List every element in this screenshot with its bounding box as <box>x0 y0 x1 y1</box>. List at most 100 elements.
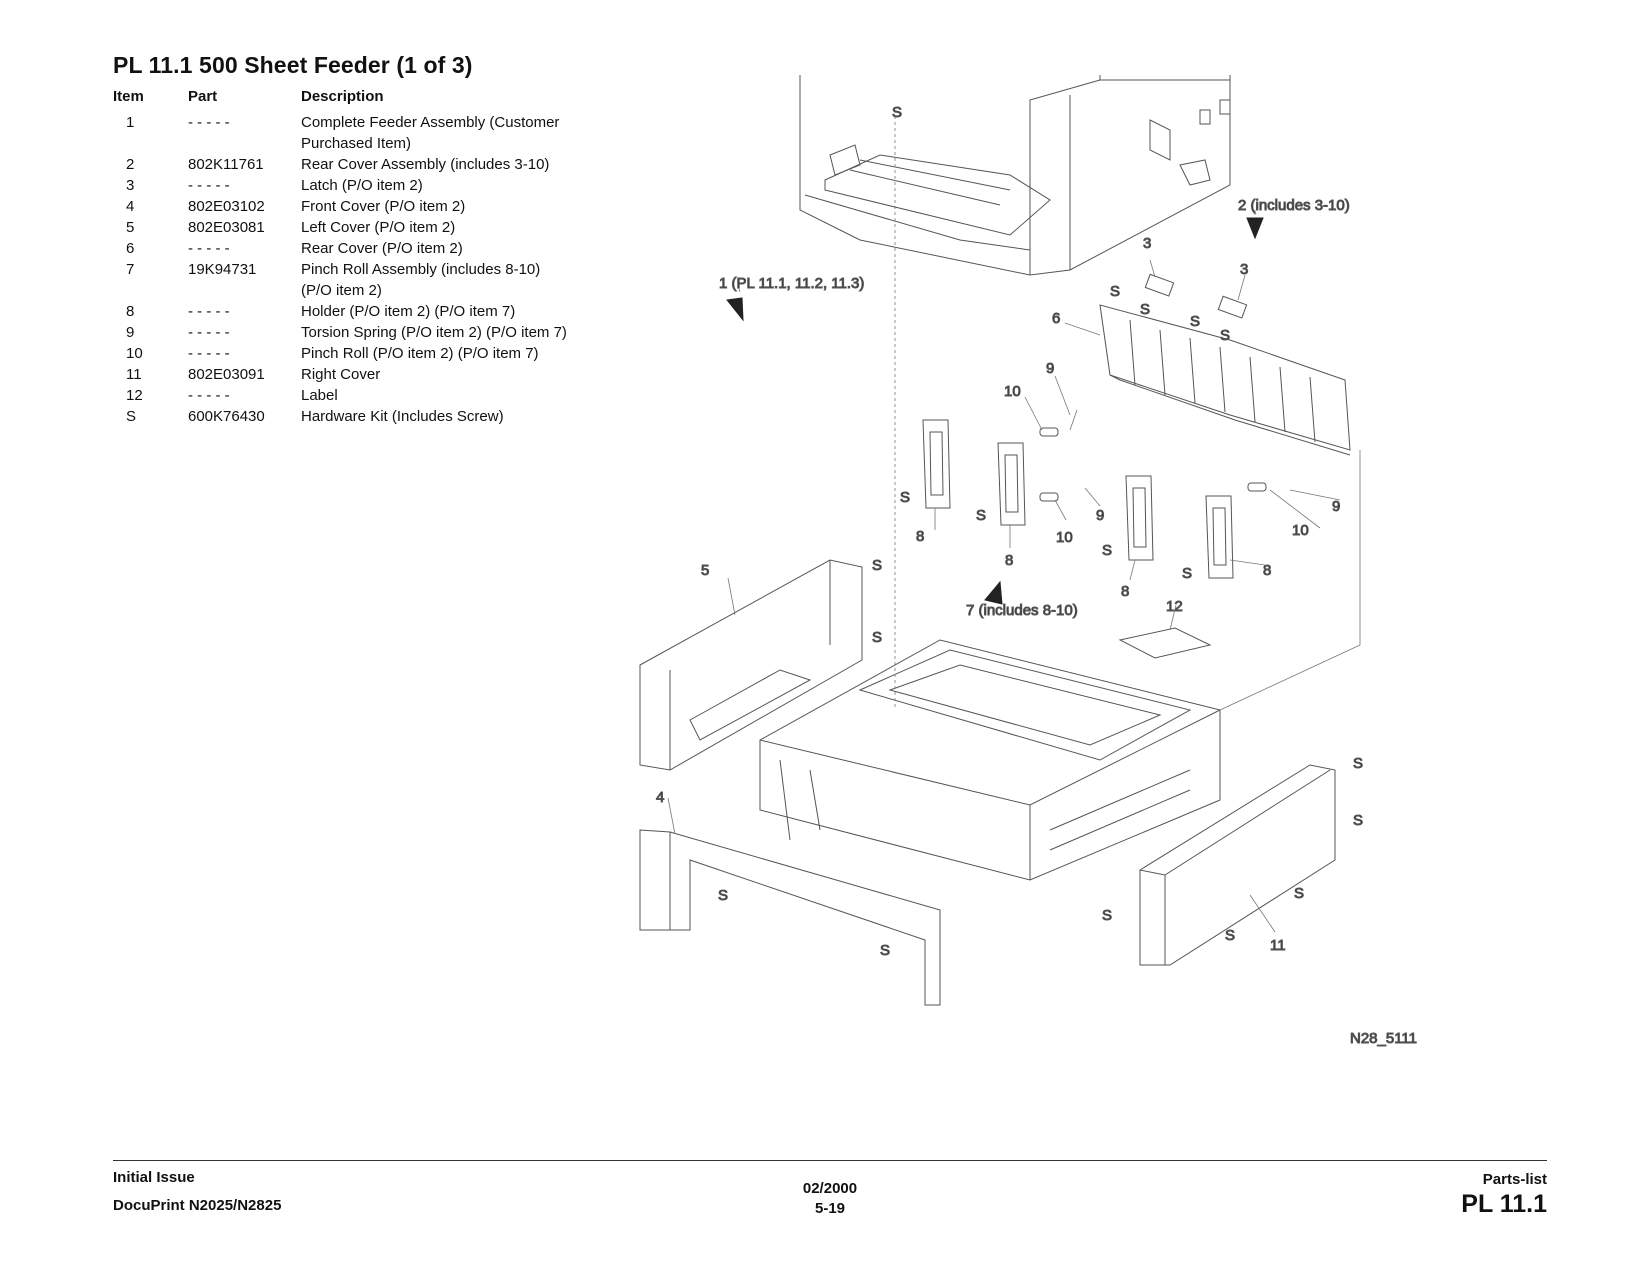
table-row: 4 802E03102 Front Cover (P/O item 2) <box>113 196 571 217</box>
assembly-arrow-icon <box>726 297 744 322</box>
part-cell: 802E03102 <box>188 198 265 215</box>
part-cell: - - - - - <box>188 303 230 320</box>
part-cell: 802K11761 <box>188 156 264 173</box>
description-cell: Left Cover (P/O item 2) <box>301 219 456 236</box>
item-cell: 11 <box>126 366 142 383</box>
description-cell: Rear Cover (P/O item 2) <box>301 240 463 257</box>
callout-8: 8 <box>1263 562 1271 579</box>
part-cell: 19K94731 <box>188 261 257 278</box>
rear-cover-drawing <box>1099 304 1351 456</box>
callout-4: 4 <box>656 789 664 806</box>
page-title: PL 11.1 500 Sheet Feeder (1 of 3) <box>113 52 473 78</box>
latch-drawing <box>1217 295 1248 319</box>
item-cell: 12 <box>126 387 143 404</box>
callout-10: 10 <box>1292 522 1309 539</box>
table-row: 5 802E03081 Left Cover (P/O item 2) <box>113 217 571 238</box>
description-cell: Pinch Roll Assembly (includes 8-10) (P/O… <box>301 261 541 299</box>
item-cell: 9 <box>126 324 135 341</box>
screw-callout: S <box>1353 755 1363 772</box>
exploded-parts-diagram: 1 (PL 11.1, 11.2, 11.3) 2 (includes 3-10… <box>639 75 1418 1048</box>
footer-divider <box>113 1160 1547 1161</box>
leader-lines <box>667 110 1361 933</box>
table-row: 3- - - - -Latch (P/O item 2) <box>113 175 571 196</box>
callout-8: 8 <box>1121 583 1129 600</box>
callout-10: 10 <box>1056 529 1073 546</box>
callout-3: 3 <box>1143 235 1151 252</box>
assembly-arrow-icon <box>984 580 1003 605</box>
table-row: 2 802K11761 Rear Cover Assembly (includes … <box>113 154 571 175</box>
assembly-arrow-icon <box>1246 217 1264 240</box>
part-cell: - - - - - <box>188 345 230 362</box>
screw-callout: S <box>900 489 910 506</box>
description-cell: Label <box>301 387 338 404</box>
table-row: 1- - - - -Complete Feeder Assembly (Cust… <box>113 112 571 154</box>
description-cell: Hardware Kit (Includes Screw) <box>301 408 504 425</box>
screw-callout: S <box>872 629 882 646</box>
item-cell: 10 <box>126 345 143 362</box>
screw-callout: S <box>1220 327 1230 344</box>
table-row: 7 19K94731 Pinch Roll Assembly (includes 8… <box>113 259 571 301</box>
screw-callout: S <box>718 887 728 904</box>
item-cell: 2 <box>126 156 135 173</box>
table-row: 12 - - - - - Label <box>113 385 571 406</box>
item-cell: 6 <box>126 240 135 257</box>
printer-base-drawing <box>799 75 1231 276</box>
part-cell: - - - - - <box>188 114 230 131</box>
screw-callout: S <box>1140 301 1150 318</box>
feeder-body-drawing <box>759 639 1221 881</box>
part-cell: - - - - - <box>188 387 230 404</box>
callout-9: 9 <box>1046 360 1054 377</box>
callout-assembly-2: 2 (includes 3-10) <box>1238 197 1350 214</box>
callout-5: 5 <box>701 562 709 579</box>
part-cell: 802E03091 <box>188 366 265 383</box>
description-cell: Pinch Roll (P/O item 2) (P/O item 7) <box>301 345 539 362</box>
part-cell: 600K76430 <box>188 408 265 425</box>
item-cell: 8 <box>126 303 135 320</box>
screw-callout: S <box>1102 542 1112 559</box>
footer-issue: Initial Issue <box>113 1169 195 1186</box>
part-cell: - - - - - <box>188 324 230 341</box>
table-row: 6 - - - - - Rear Cover (P/O item 2) <box>113 238 571 259</box>
callout-10: 10 <box>1004 383 1021 400</box>
label-drawing <box>1118 627 1212 659</box>
description-cell: Latch (P/O item 2) <box>301 177 423 194</box>
description-cell: Right Cover <box>301 366 381 383</box>
footer-section: Parts-list <box>1482 1171 1547 1188</box>
part-cell: - - - - - <box>188 240 230 257</box>
left-cover-drawing <box>639 559 863 771</box>
table-row: 10 - - - - - Pinch Roll (P/O item 2) (P/O … <box>113 343 571 364</box>
callout-6: 6 <box>1052 310 1060 327</box>
callout-3: 3 <box>1240 261 1248 278</box>
footer-section-code: PL 11.1 <box>1461 1190 1547 1218</box>
table-row: 11 802E03091 Right Cover <box>113 364 571 385</box>
item-cell: 7 <box>126 261 135 278</box>
screw-callout: S <box>872 557 882 574</box>
description-cell: Torsion Spring (P/O item 2) (P/O item 7) <box>301 324 567 341</box>
screw-callout: S <box>1294 885 1304 902</box>
header-description: Description <box>301 88 384 105</box>
callout-assembly-1: 1 (PL 11.1, 11.2, 11.3) <box>719 275 864 292</box>
item-cell: S <box>126 408 137 425</box>
screw-callout: S <box>892 104 902 121</box>
screw-callout: S <box>880 942 890 959</box>
latch-drawing <box>1144 273 1175 297</box>
item-cell: 4 <box>126 198 135 215</box>
description-cell: Front Cover (P/O item 2) <box>301 198 466 215</box>
callout-9: 9 <box>1096 507 1104 524</box>
screw-callout: S <box>1102 907 1112 924</box>
screw-callout: S <box>976 507 986 524</box>
screw-callout: S <box>1182 565 1192 582</box>
item-cell: 5 <box>126 219 135 236</box>
table-header-row: Item Part Description <box>113 88 571 112</box>
header-part: Part <box>188 88 218 105</box>
screw-callout: S <box>1225 927 1235 944</box>
description-cell: Complete Feeder Assembly (Customer Purch… <box>301 114 560 152</box>
description-cell: Rear Cover Assembly (includes 3-10) <box>301 156 550 173</box>
footer-date: 02/2000 <box>802 1180 858 1197</box>
table-row: 8- - - - -Holder (P/O item 2) (P/O item … <box>113 301 571 322</box>
callout-8: 8 <box>1005 552 1013 569</box>
callout-9: 9 <box>1332 498 1340 515</box>
screw-callout: S <box>1190 313 1200 330</box>
table-row: 9 - - - - - Torsion Spring (P/O item 2) (P… <box>113 322 571 343</box>
part-cell: 802E03081 <box>188 219 265 236</box>
